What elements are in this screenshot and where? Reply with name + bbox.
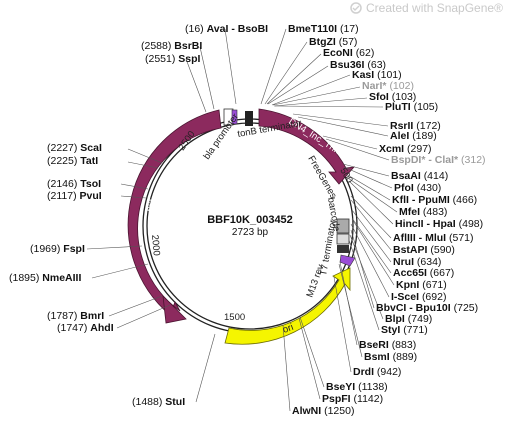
- site-right-21[interactable]: KpnI (671): [396, 279, 447, 291]
- site-right-28[interactable]: DrdI (942): [353, 366, 401, 378]
- site-right-4[interactable]: KasI (101): [352, 69, 402, 81]
- site-right-14[interactable]: KflI - PpuMI (466): [392, 194, 477, 206]
- site-left-2[interactable]: (2551) SspI: [145, 53, 201, 65]
- site-right-3[interactable]: Bsu36I (63): [330, 59, 386, 71]
- site-right-8[interactable]: RsrII (172): [390, 120, 441, 132]
- left-site-lines: [86, 28, 237, 403]
- site-left-6[interactable]: (2117) PvuI: [47, 190, 102, 202]
- dn4-feature[interactable]: [258, 108, 355, 185]
- plasmid-name: BBF10K_003452: [207, 214, 293, 226]
- ori-feature[interactable]: [224, 267, 351, 345]
- site-right-16[interactable]: HincII - HpaI (498): [395, 218, 483, 230]
- site-right-26[interactable]: BseRI (883): [359, 339, 416, 351]
- ori-label: ori: [281, 322, 295, 336]
- m13rev-label: M13 rev: [304, 263, 326, 299]
- site-right-18[interactable]: BstAPI (590): [393, 244, 455, 256]
- right-site-labels: BmeT110I (17) BtgZI (57) EcoNI (62) Bsu3…: [288, 23, 486, 417]
- site-left-5[interactable]: (2146) TsoI: [47, 178, 101, 190]
- site-right-22[interactable]: I-SceI (692): [391, 291, 446, 303]
- site-right-25[interactable]: StyI (771): [381, 324, 428, 336]
- site-left-0[interactable]: (16) AvaI - BsoBI: [185, 23, 268, 35]
- freegenes-feature[interactable]: [336, 218, 350, 234]
- bla-feature[interactable]: [127, 109, 222, 316]
- site-left-3[interactable]: (2227) ScaI: [47, 142, 102, 154]
- site-left-4[interactable]: (2225) TatI: [47, 155, 98, 167]
- site-right-2[interactable]: EcoNI (62): [323, 47, 374, 59]
- watermark-text: Created with SnapGene®: [366, 1, 503, 15]
- t7-terminator-feature[interactable]: [337, 245, 349, 253]
- purple-marker-top[interactable]: [231, 109, 238, 125]
- site-right-17[interactable]: AflIII - MluI (571): [393, 232, 474, 244]
- tick-1500: 1500: [224, 312, 245, 323]
- site-right-13[interactable]: PfoI (430): [394, 182, 441, 194]
- purple-marker-bottom[interactable]: [339, 254, 356, 267]
- site-right-27[interactable]: BsmI (889): [364, 351, 417, 363]
- site-left-10[interactable]: (1747) AhdI: [57, 322, 114, 334]
- left-site-labels: (16) AvaI - BsoBI (2588) BsrBI (2551) Ss…: [9, 23, 268, 408]
- snapgene-logo-icon: [350, 2, 362, 14]
- site-right-10[interactable]: XcmI (297): [379, 143, 432, 155]
- site-right-30[interactable]: PspFI (1142): [322, 393, 383, 405]
- site-right-15[interactable]: MfeI (483): [399, 206, 447, 218]
- site-right-23[interactable]: BbvCI - Bpu10I (725): [376, 302, 478, 314]
- bla-arrowhead: [162, 294, 187, 324]
- site-right-11[interactable]: BspDI* - ClaI* (312): [391, 154, 486, 166]
- barcode-feature[interactable]: [336, 233, 350, 245]
- site-right-19[interactable]: NruI (634): [393, 256, 441, 268]
- site-right-29[interactable]: BseYI (1138): [326, 381, 388, 393]
- right-site-lines: [260, 28, 398, 412]
- site-right-20[interactable]: Acc65I (667): [393, 267, 454, 279]
- plasmid-size: 2723 bp: [232, 227, 269, 238]
- bla-label: bla: [144, 197, 157, 212]
- site-right-0[interactable]: BmeT110I (17): [288, 23, 359, 35]
- site-right-7[interactable]: PluTI (105): [385, 101, 438, 113]
- tick-2000: 2000: [149, 234, 162, 256]
- site-left-9[interactable]: (1787) BmrI: [47, 310, 104, 322]
- site-left-8[interactable]: (1895) NmeAIII: [9, 272, 81, 284]
- site-left-11[interactable]: (1488) StuI: [132, 396, 185, 408]
- site-right-9[interactable]: AleI (189): [390, 130, 437, 142]
- site-left-7[interactable]: (1969) FspI: [30, 243, 85, 255]
- site-right-1[interactable]: BtgZI (57): [309, 36, 357, 48]
- site-right-12[interactable]: BsaAI (414): [391, 170, 448, 182]
- site-left-1[interactable]: (2588) BsrBI: [141, 40, 202, 52]
- tonb-terminator-feature[interactable]: [245, 111, 253, 126]
- site-right-6[interactable]: SfoI (103): [369, 91, 416, 103]
- site-right-5[interactable]: NarI* (102): [362, 80, 414, 92]
- site-right-31[interactable]: AlwNI (1250): [292, 405, 354, 417]
- site-right-24[interactable]: BlpI (749): [385, 313, 432, 325]
